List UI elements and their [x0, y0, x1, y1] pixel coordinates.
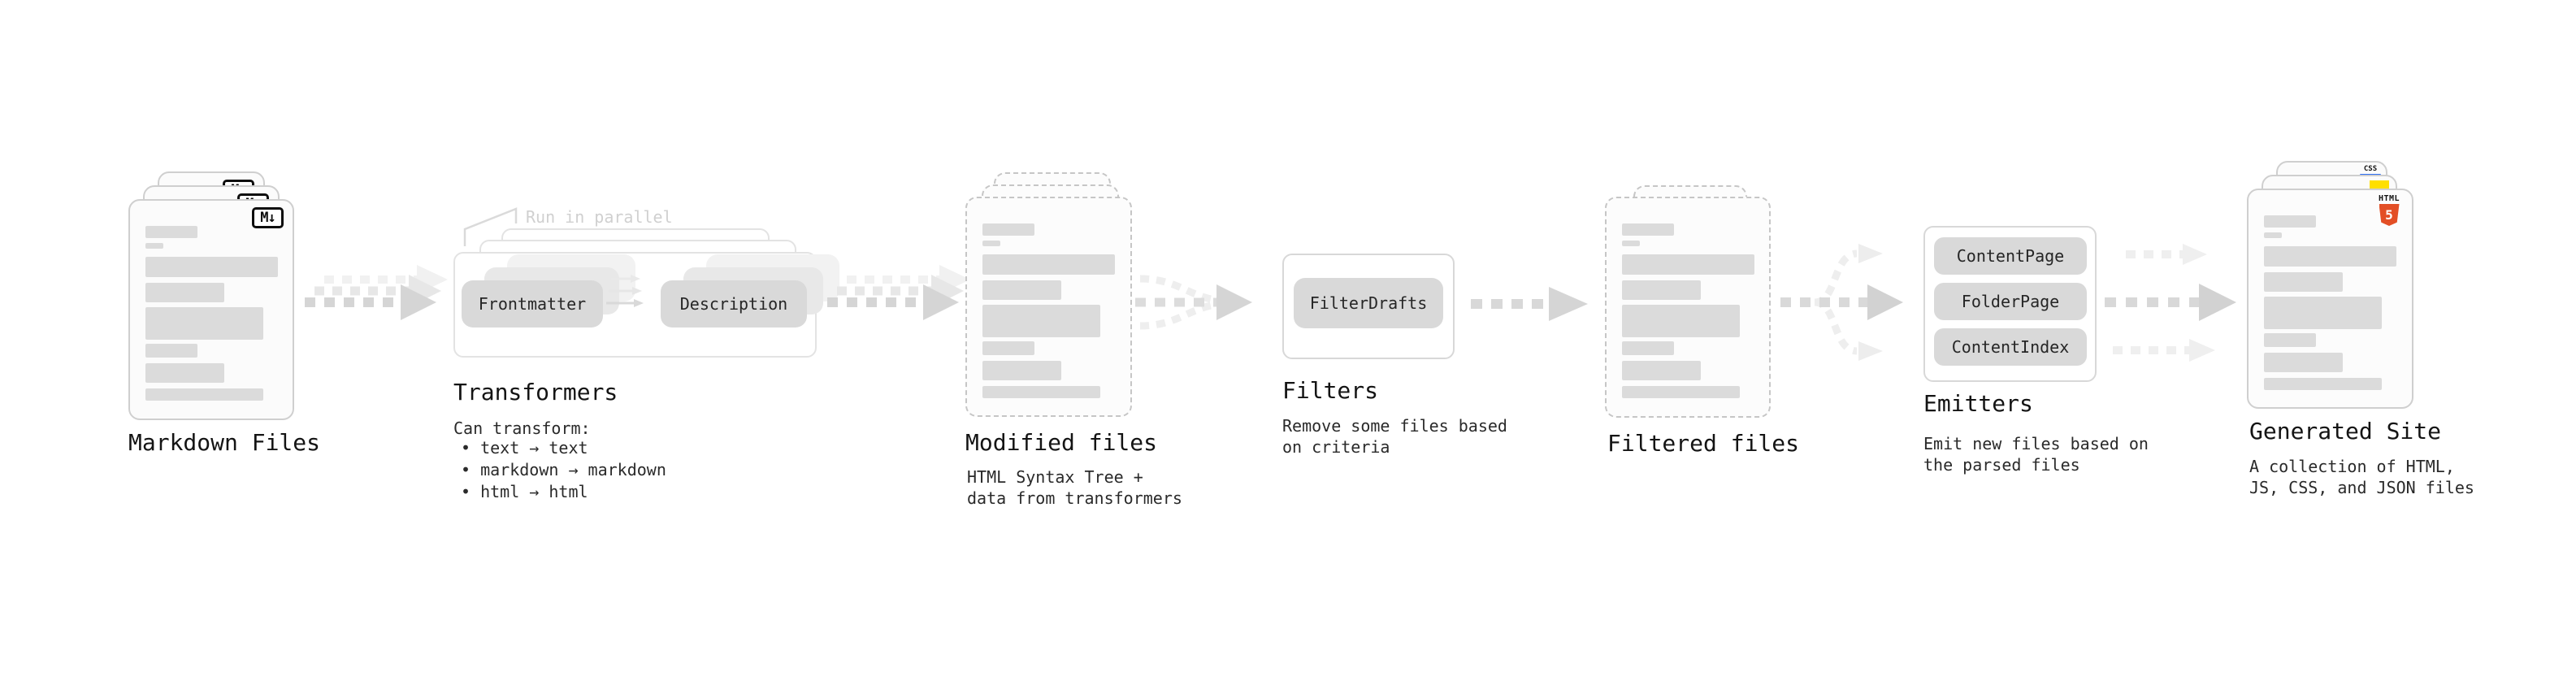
description-pill: Description [661, 280, 807, 327]
content-bar [2264, 272, 2343, 292]
annotation-leader-line [463, 207, 518, 246]
emitters-heading: Emitters [1923, 390, 2033, 417]
content-bar [982, 386, 1100, 398]
bullet-item: • markdown → markdown [461, 460, 666, 479]
contentpage-pill: ContentPage [1934, 237, 2087, 275]
bullet-item: • text → text [461, 438, 588, 458]
markdown-files-label: Markdown Files [128, 429, 321, 456]
content-bar [2264, 232, 2282, 238]
content-bar [145, 283, 224, 302]
desc-line: Emit new files based on [1923, 434, 2149, 453]
modified-files-label: Modified files [965, 429, 1158, 456]
generated-site-desc: A collection of HTML, JS, CSS, and JSON … [2249, 456, 2474, 498]
contentindex-pill: ContentIndex [1934, 328, 2087, 366]
css-label: CSS [2363, 165, 2378, 173]
filters-heading: Filters [1282, 377, 1379, 404]
emitters-desc: Emit new files based on the parsed files [1923, 433, 2149, 475]
flow-arrow-stacked-icon [827, 265, 970, 320]
content-bar [145, 344, 197, 358]
markdown-page-front: M↓ [128, 199, 294, 420]
desc-line: Remove some files based [1282, 416, 1507, 436]
content-bar [1622, 305, 1740, 337]
flow-arrow-icon [1471, 287, 1588, 321]
content-bar [982, 341, 1034, 355]
content-bar [145, 243, 163, 249]
html5-shield: 5 [2379, 204, 2400, 226]
modified-files-desc: HTML Syntax Tree + data from transformer… [967, 466, 1182, 509]
content-bar [2264, 215, 2316, 228]
html5-logo-icon: HTML 5 [2378, 195, 2400, 226]
content-bar [982, 241, 1000, 246]
html5-number: 5 [2385, 207, 2393, 223]
filterdrafts-pill: FilterDrafts [1294, 278, 1443, 328]
desc-line: on criteria [1282, 437, 1390, 457]
filtered-files-label: Filtered files [1607, 430, 1800, 457]
transformers-desc-intro: Can transform: [453, 419, 591, 438]
content-bar [145, 257, 278, 277]
content-bar [2264, 333, 2316, 347]
html5-label: HTML [2378, 194, 2400, 203]
content-bar [145, 363, 224, 383]
generated-page-html: HTML 5 [2247, 189, 2413, 409]
content-bar [2264, 378, 2382, 390]
content-bar [1622, 386, 1740, 398]
content-bar [1622, 223, 1674, 236]
content-bar [982, 223, 1034, 236]
flow-arrow-stacked-icon [305, 265, 448, 320]
content-bar [145, 388, 263, 401]
content-bar [145, 226, 197, 238]
content-bar [982, 280, 1061, 300]
content-bar [145, 307, 263, 340]
flow-arrow-diverge-icon [1780, 244, 1903, 361]
content-bar [2264, 297, 2382, 329]
folderpage-pill: FolderPage [1934, 283, 2087, 320]
content-bar [2264, 353, 2343, 372]
content-bar [1622, 341, 1674, 355]
filtered-page-front [1605, 197, 1771, 418]
desc-line: A collection of HTML, [2249, 457, 2455, 476]
desc-line: data from transformers [967, 488, 1182, 508]
desc-line: the parsed files [1923, 455, 2080, 475]
modified-page-front [965, 197, 1132, 417]
content-bar [1622, 361, 1701, 380]
transformers-bullets: • text → text • markdown → markdown • ht… [461, 437, 666, 503]
transformers-heading: Transformers [453, 379, 618, 406]
content-bar [982, 305, 1100, 337]
content-bar [982, 254, 1115, 275]
pill-connector-arrows-icon [606, 275, 644, 307]
bullet-item: • html → html [461, 482, 588, 501]
content-bar [1622, 254, 1754, 275]
js-file-icon [2370, 180, 2389, 189]
flow-arrow-triple-icon [2105, 244, 2236, 362]
flow-arrow-converge-icon [1135, 275, 1252, 330]
run-in-parallel-annotation: Run in parallel [526, 207, 673, 227]
content-bar [1622, 280, 1701, 300]
filters-desc: Remove some files based on criteria [1282, 415, 1507, 458]
desc-line: JS, CSS, and JSON files [2249, 478, 2474, 497]
content-bar [2264, 246, 2396, 267]
content-bar [1622, 241, 1640, 246]
frontmatter-pill: Frontmatter [462, 280, 603, 327]
content-bar [982, 361, 1061, 380]
markdown-icon: M↓ [252, 207, 284, 228]
desc-line: HTML Syntax Tree + [967, 467, 1143, 487]
generated-site-label: Generated Site [2249, 418, 2442, 445]
